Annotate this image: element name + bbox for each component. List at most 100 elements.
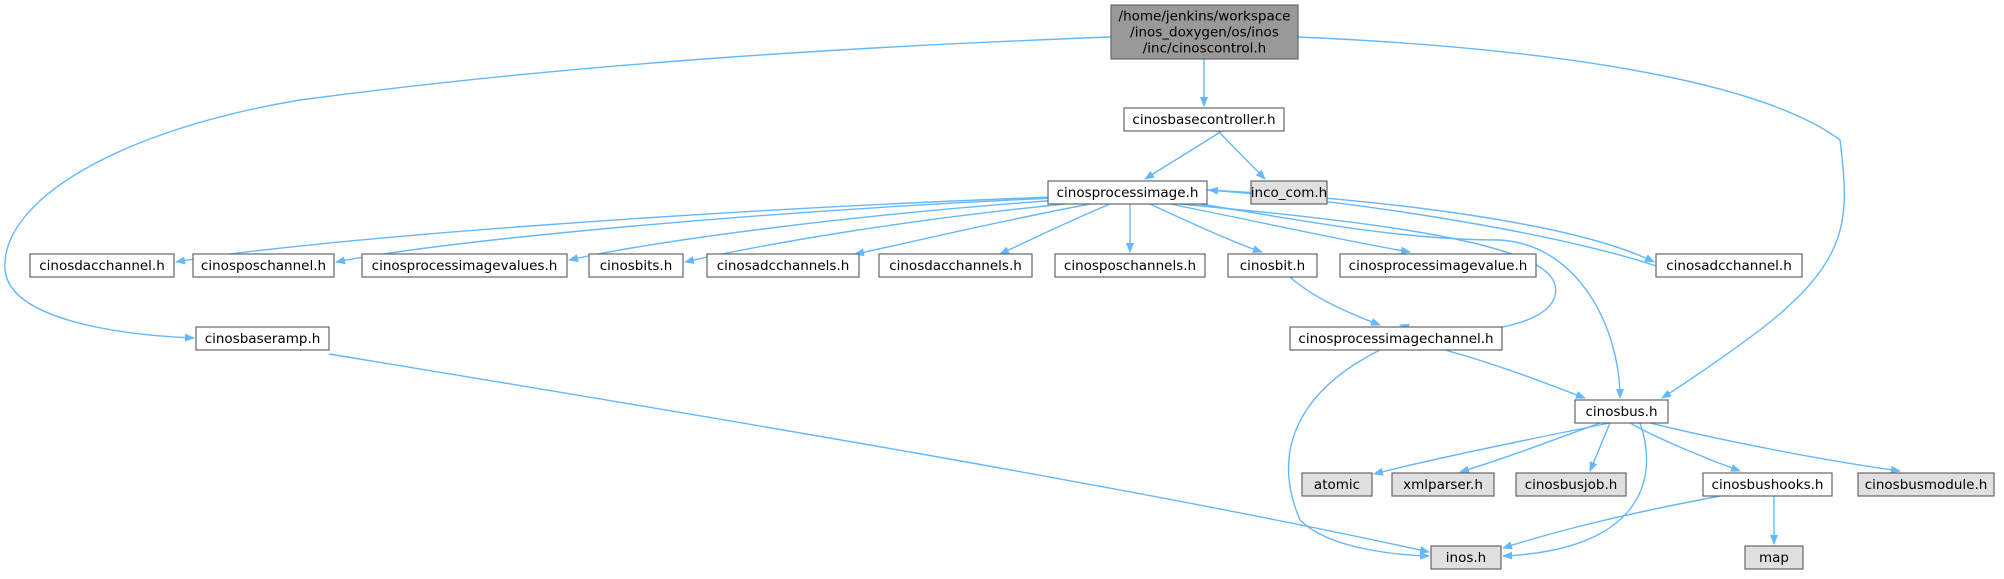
node-root[interactable]: /home/jenkins/workspace/inos_doxygen/os/… [1110,4,1299,60]
node-cinosbus[interactable]: cinosbus.h [1574,399,1669,424]
node-cinosposchannel[interactable]: cinosposchannel.h [192,253,335,278]
node-label: cinosdacchannel.h [39,258,165,274]
node-cinosbusjob: cinosbusjob.h [1515,472,1627,497]
node-cinosbit[interactable]: cinosbit.h [1227,253,1318,278]
node-box [1289,326,1503,351]
node-box [361,253,568,278]
node-box [1123,107,1285,132]
edge-cinosbasecontroller-to-cinosprocessimage [1144,130,1223,180]
node-cinosprocessimage[interactable]: cinosprocessimage.h [1047,180,1208,205]
node-cinosdacchannels[interactable]: cinosdacchannels.h [878,253,1033,278]
node-label: cinosbasecontroller.h [1132,112,1275,128]
node-inos: inos.h [1430,545,1502,570]
node-label: /home/jenkins/workspace [1119,9,1291,25]
node-label: cinosadcchannel.h [1666,258,1792,274]
node-cinosadcchannel[interactable]: cinosadcchannel.h [1655,253,1803,278]
node-box [588,253,684,278]
node-box [1574,399,1669,424]
node-box [29,253,175,278]
edge-cinosbushooks-to-inos [1502,495,1721,550]
edges-layer [4,36,1901,560]
edge-cinosbus-to-atomic [1373,422,1611,476]
node-box [1702,472,1833,497]
node-label: /inc/cinoscontrol.h [1143,41,1267,57]
node-label: cinosdacchannels.h [889,258,1022,274]
node-label: cinosbusmodule.h [1865,477,1988,493]
node-label: /inos_doxygen/os/inos [1130,25,1279,41]
edge-cinosbus-to-cinosbusjob [1589,422,1611,472]
node-cinosprocessimagevalue[interactable]: cinosprocessimagevalue.h [1339,253,1537,278]
node-label: cinosbusjob.h [1525,477,1618,493]
node-label: cinosposchannel.h [201,258,326,274]
edge-cinosbaseramp-to-inos [328,353,1430,554]
node-box [1227,253,1318,278]
nodes-layer: /home/jenkins/workspace/inos_doxygen/os/… [29,4,1995,570]
node-box [706,253,860,278]
edge-cinosprocessimage-to-cinosposchannel [335,197,1054,265]
node-label: inos.h [1446,550,1486,566]
node-label: cinosbaseramp.h [205,331,321,347]
node-cinosprocessimagevalues[interactable]: cinosprocessimagevalues.h [361,253,568,278]
node-box [1655,253,1803,278]
node-box [878,253,1033,278]
node-label: inco_com.h [1251,185,1327,201]
node-inco_com: inco_com.h [1250,180,1328,205]
node-box [1301,472,1373,497]
node-box [1054,253,1206,278]
edge-cinosprocessimage-to-cinosdacchannel [175,196,1054,265]
edge-root-to-cinosbus [1297,36,1846,399]
edge-cinosprocessimage-to-cinosbus [1199,203,1624,399]
node-label: xmlparser.h [1403,477,1483,493]
edge-cinosbit-to-cinosprocessimagechannel [1289,276,1381,326]
edge-cinosprocessimage-to-cinosdacchannels [999,203,1111,255]
node-cinosprocessimagechannel[interactable]: cinosprocessimagechannel.h [1289,326,1503,351]
node-label: cinosposchannels.h [1064,258,1196,274]
node-map: map [1744,545,1804,570]
node-box [1339,253,1537,278]
edge-cinosprocessimage-to-cinosprocessimagevalues [568,199,1061,262]
edge-cinosprocessimagechannel-to-cinosbus [1444,349,1586,399]
node-box [1110,4,1299,60]
edge-cinosprocessimage-to-cinosadcchannels [854,203,1091,257]
node-cinosdacchannel[interactable]: cinosdacchannel.h [29,253,175,278]
node-box [1250,180,1328,205]
edge-cinosprocessimage-to-cinosbit [1149,203,1263,254]
node-box [1391,472,1495,497]
node-box [192,253,335,278]
node-cinosbushooks[interactable]: cinosbushooks.h [1702,472,1833,497]
edge-root-to-cinosbaseramp [4,36,1112,342]
node-box [1047,180,1208,205]
node-box [1857,472,1995,497]
node-label: cinosbits.h [600,258,673,274]
node-label: map [1759,550,1789,566]
node-label: cinosbit.h [1240,258,1305,274]
edge-cinosbus-to-cinosbusmodule [1649,422,1901,474]
node-label: cinosbus.h [1585,404,1657,420]
node-cinosbits[interactable]: cinosbits.h [588,253,684,278]
node-cinosposchannels[interactable]: cinosposchannels.h [1054,253,1206,278]
node-label: cinosbushooks.h [1712,477,1824,493]
node-label: cinosprocessimagevalue.h [1349,258,1528,274]
node-label: cinosprocessimage.h [1057,185,1199,201]
edge-cinosbus-to-cinosbushooks [1629,422,1741,472]
edge-cinosbus-to-xmlparser [1459,422,1601,474]
node-box [195,326,330,351]
edge-cinosprocessimagechannel-to-inos [1287,349,1430,560]
node-label: atomic [1314,477,1360,493]
node-cinosbaseramp[interactable]: cinosbaseramp.h [195,326,330,351]
node-cinosbusmodule: cinosbusmodule.h [1857,472,1995,497]
node-label: cinosprocessimagechannel.h [1298,331,1493,347]
node-atomic: atomic [1301,472,1373,497]
node-box [1515,472,1627,497]
edge-cinosbus-to-inos [1502,422,1648,560]
node-label: cinosprocessimagevalues.h [372,258,558,274]
node-cinosadcchannels[interactable]: cinosadcchannels.h [706,253,860,278]
node-box [1430,545,1502,570]
node-label: cinosadcchannels.h [717,258,850,274]
edge-cinosprocessimage-to-cinosprocessimagevalue [1169,203,1411,255]
node-box [1744,545,1804,570]
node-cinosbasecontroller[interactable]: cinosbasecontroller.h [1123,107,1285,132]
node-xmlparser: xmlparser.h [1391,472,1495,497]
edge-cinosbasecontroller-to-inco_com [1217,130,1266,180]
